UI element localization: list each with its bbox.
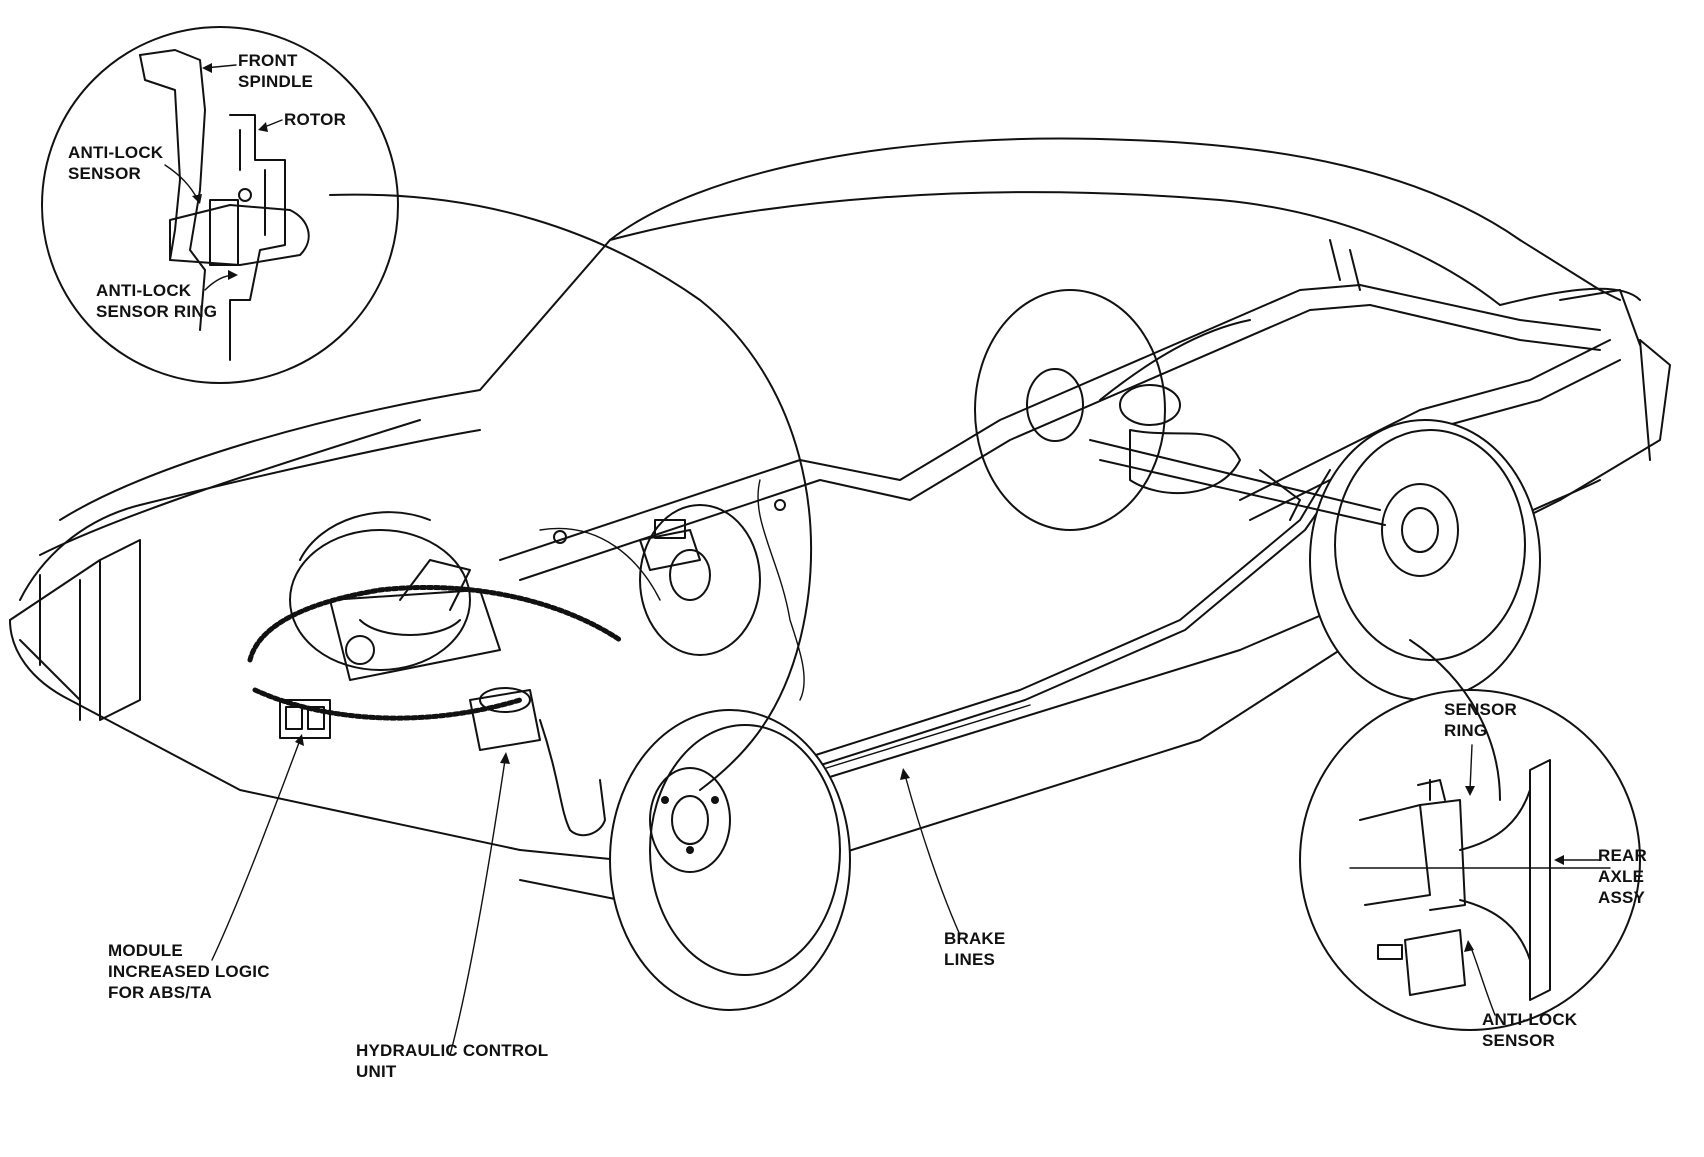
front-right-wheel (609, 709, 851, 1011)
label-hydraulic-control-unit: HYDRAULIC CONTROL UNIT (356, 1041, 549, 1081)
label-sensor-ring-rear: SENSOR RING (1444, 700, 1517, 740)
label-front-spindle: FRONT SPINDLE (238, 51, 314, 91)
label-rear-axle-assy: REAR AXLE ASSY (1598, 846, 1647, 907)
label-rotor: ROTOR (284, 110, 347, 129)
label-anti-lock-sensor-front: ANTI-LOCK SENSOR (68, 143, 164, 183)
front-left-wheel (289, 511, 471, 671)
front-detail-inset (41, 26, 813, 791)
abs-module (279, 699, 331, 739)
rear-left-wheel (974, 289, 1166, 531)
label-anti-lock-sensor-ring: ANTI-LOCK SENSOR RING (96, 281, 218, 321)
rear-detail-inset (1299, 639, 1641, 1031)
engine-bay (247, 479, 805, 721)
label-brake-lines: BRAKE LINES (944, 929, 1006, 969)
label-module: MODULE INCREASED LOGIC FOR ABS/TA (108, 941, 270, 1002)
label-anti-lock-sensor-rear: ANTI-LOCK SENSOR (1482, 1010, 1578, 1050)
rear-axle (1089, 384, 1386, 526)
callout-leaders (211, 734, 961, 1056)
hydraulic-control-unit (469, 687, 606, 837)
rear-right-wheel (1309, 419, 1541, 701)
